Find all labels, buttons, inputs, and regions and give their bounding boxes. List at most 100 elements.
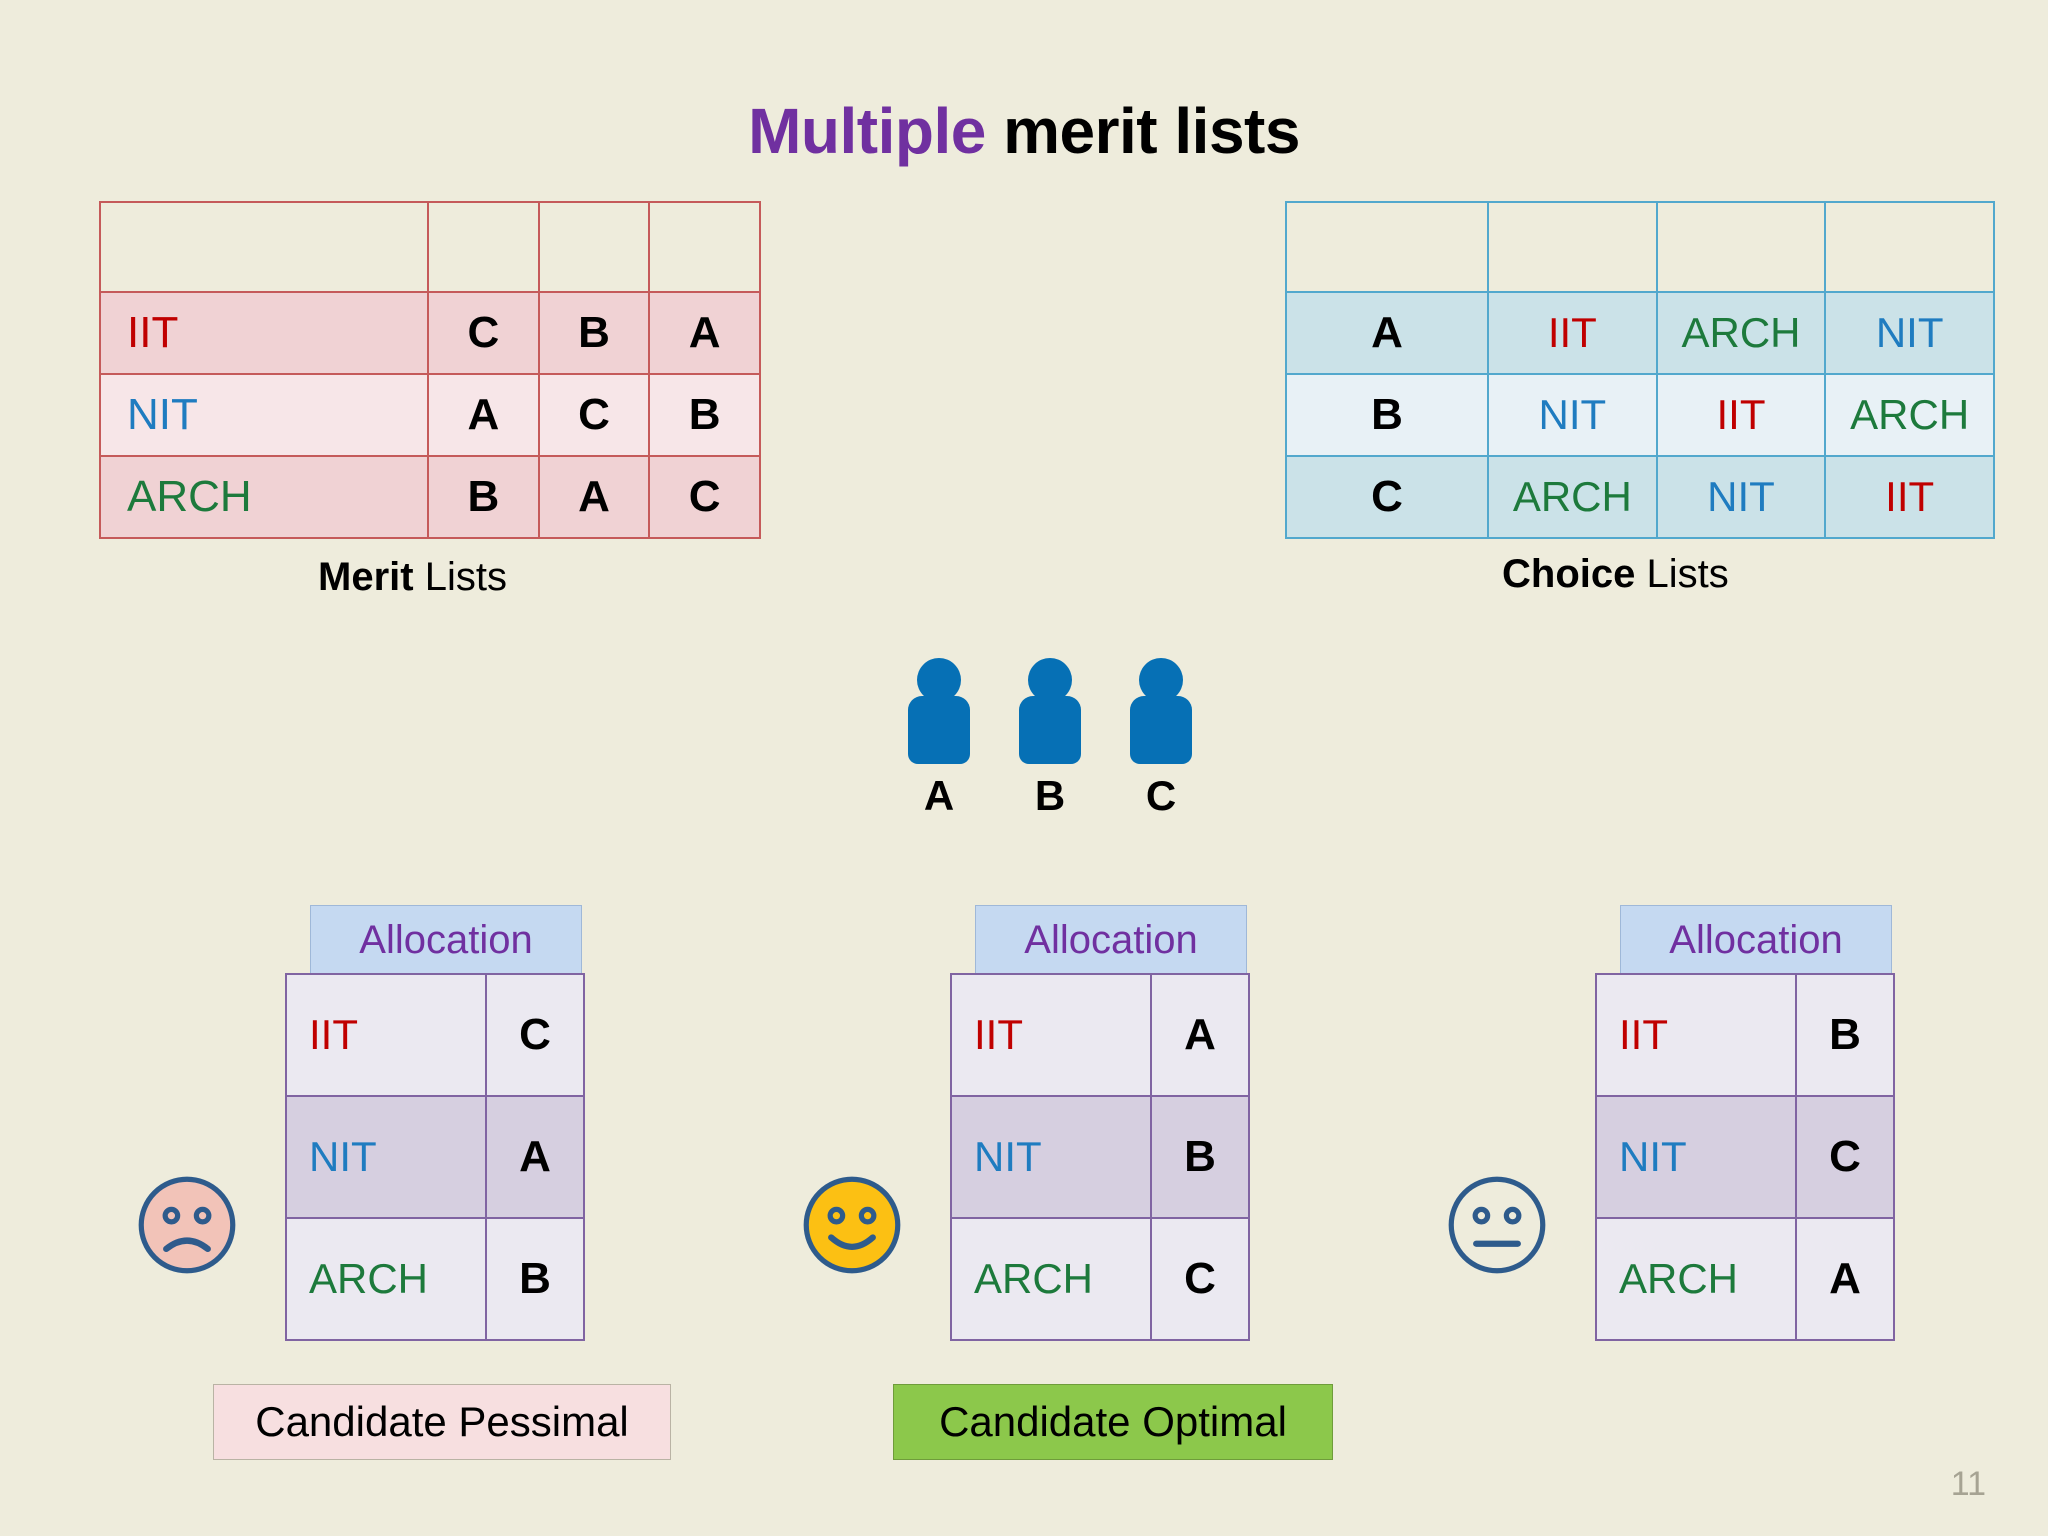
alloc2-inst-iit: IIT (950, 973, 1152, 1097)
table-row: ARCH B A C (99, 455, 761, 539)
merit-caption-bold: Merit (318, 555, 414, 599)
candidate-a-label: A (923, 772, 955, 819)
merit-cell-nit-2: C (537, 373, 651, 457)
choice-header-blank-1 (1487, 201, 1658, 293)
choice-cell-a-2: ARCH (1655, 291, 1827, 375)
merit-cell-iit-1: C (427, 291, 540, 375)
choice-header-blank-3 (1824, 201, 1995, 293)
allocation-table-1: IIT C NIT A ARCH B (285, 973, 585, 1341)
choice-cell-b-2: IIT (1655, 373, 1827, 457)
candidate-c-label: C (1145, 772, 1177, 819)
alloc3-inst-arch: ARCH (1595, 1217, 1797, 1341)
alloc3-cand-nit: C (1795, 1095, 1895, 1219)
choice-cell-b-1: NIT (1487, 373, 1658, 457)
alloc1-cand-iit: C (485, 973, 585, 1097)
candidate-b: B (1011, 658, 1089, 820)
outcome-label-pessimal: Candidate Pessimal (213, 1384, 671, 1460)
table-row: ARCH A (1595, 1217, 1895, 1341)
merit-header-blank-3 (648, 201, 761, 293)
merit-lists-caption: Merit Lists (318, 555, 507, 600)
outcome-label-optimal: Candidate Optimal (893, 1384, 1333, 1460)
table-row (1285, 201, 1995, 293)
merit-cell-arch-2: A (537, 455, 651, 539)
table-row: A IIT ARCH NIT (1285, 291, 1995, 375)
choice-cell-a-3: NIT (1824, 291, 1995, 375)
alloc1-cand-arch: B (485, 1217, 585, 1341)
alloc2-cand-iit: A (1150, 973, 1250, 1097)
merit-cell-arch-1: B (427, 455, 540, 539)
person-icon (908, 658, 970, 764)
sad-face-icon (138, 1176, 236, 1274)
person-icon (1019, 658, 1081, 764)
table-row: ARCH B (285, 1217, 585, 1341)
alloc3-cand-iit: B (1795, 973, 1895, 1097)
choice-cell-a-1: IIT (1487, 291, 1658, 375)
table-row: IIT C B A (99, 291, 761, 375)
table-row (99, 201, 761, 293)
page-title-accent: Multiple (748, 95, 986, 167)
table-row: IIT B (1595, 973, 1895, 1097)
merit-row-label-iit: IIT (99, 291, 429, 375)
table-row: IIT A (950, 973, 1250, 1097)
merit-header-blank-0 (99, 201, 429, 293)
choice-row-label-b: B (1285, 373, 1489, 457)
choice-row-label-c: C (1285, 455, 1489, 539)
candidate-c: C (1122, 658, 1200, 820)
allocation-header-3: Allocation (1620, 905, 1892, 975)
merit-cell-nit-1: A (427, 373, 540, 457)
alloc1-inst-iit: IIT (285, 973, 487, 1097)
merit-header-blank-1 (427, 201, 540, 293)
alloc2-inst-nit: NIT (950, 1095, 1152, 1219)
candidate-a: A (900, 658, 978, 820)
merit-cell-arch-3: C (648, 455, 761, 539)
allocation-header-1: Allocation (310, 905, 582, 975)
choice-header-blank-0 (1285, 201, 1489, 293)
person-icon (1130, 658, 1192, 764)
alloc2-inst-arch: ARCH (950, 1217, 1152, 1341)
merit-caption-rest: Lists (413, 555, 507, 599)
alloc1-cand-nit: A (485, 1095, 585, 1219)
merit-cell-iit-3: A (648, 291, 761, 375)
table-row: ARCH C (950, 1217, 1250, 1341)
table-row: NIT C (1595, 1095, 1895, 1219)
merit-header-blank-2 (537, 201, 651, 293)
choice-cell-c-1: ARCH (1487, 455, 1658, 539)
alloc2-cand-arch: C (1150, 1217, 1250, 1341)
candidates-row: A B C (900, 658, 1200, 820)
table-row: IIT C (285, 973, 585, 1097)
table-row: C ARCH NIT IIT (1285, 455, 1995, 539)
alloc3-inst-nit: NIT (1595, 1095, 1797, 1219)
choice-cell-b-3: ARCH (1824, 373, 1995, 457)
alloc1-inst-arch: ARCH (285, 1217, 487, 1341)
candidate-b-label: B (1034, 772, 1066, 819)
choice-lists-caption: Choice Lists (1502, 552, 1729, 597)
alloc1-inst-nit: NIT (285, 1095, 487, 1219)
table-row: NIT A (285, 1095, 585, 1219)
page-title-rest: merit lists (985, 95, 1300, 167)
choice-caption-bold: Choice (1502, 552, 1636, 596)
table-row: B NIT IIT ARCH (1285, 373, 1995, 457)
page-title: Multiple merit lists (0, 96, 2048, 166)
merit-lists-table: IIT C B A NIT A C B ARCH B A C (99, 201, 761, 539)
allocation-table-2: IIT A NIT B ARCH C (950, 973, 1250, 1341)
choice-caption-rest: Lists (1635, 552, 1729, 596)
neutral-face-icon (1448, 1176, 1546, 1274)
merit-row-label-nit: NIT (99, 373, 429, 457)
table-row: NIT A C B (99, 373, 761, 457)
allocation-header-2: Allocation (975, 905, 1247, 975)
choice-row-label-a: A (1285, 291, 1489, 375)
page-number: 11 (1950, 1465, 1986, 1503)
allocation-table-3: IIT B NIT C ARCH A (1595, 973, 1895, 1341)
alloc2-cand-nit: B (1150, 1095, 1250, 1219)
merit-cell-iit-2: B (537, 291, 651, 375)
merit-cell-nit-3: B (648, 373, 761, 457)
choice-lists-table: A IIT ARCH NIT B NIT IIT ARCH C ARCH NIT… (1285, 201, 1995, 539)
merit-row-label-arch: ARCH (99, 455, 429, 539)
choice-cell-c-2: NIT (1655, 455, 1827, 539)
table-row: NIT B (950, 1095, 1250, 1219)
alloc3-inst-iit: IIT (1595, 973, 1797, 1097)
choice-header-blank-2 (1655, 201, 1827, 293)
happy-face-icon (803, 1176, 901, 1274)
choice-cell-c-3: IIT (1824, 455, 1995, 539)
alloc3-cand-arch: A (1795, 1217, 1895, 1341)
